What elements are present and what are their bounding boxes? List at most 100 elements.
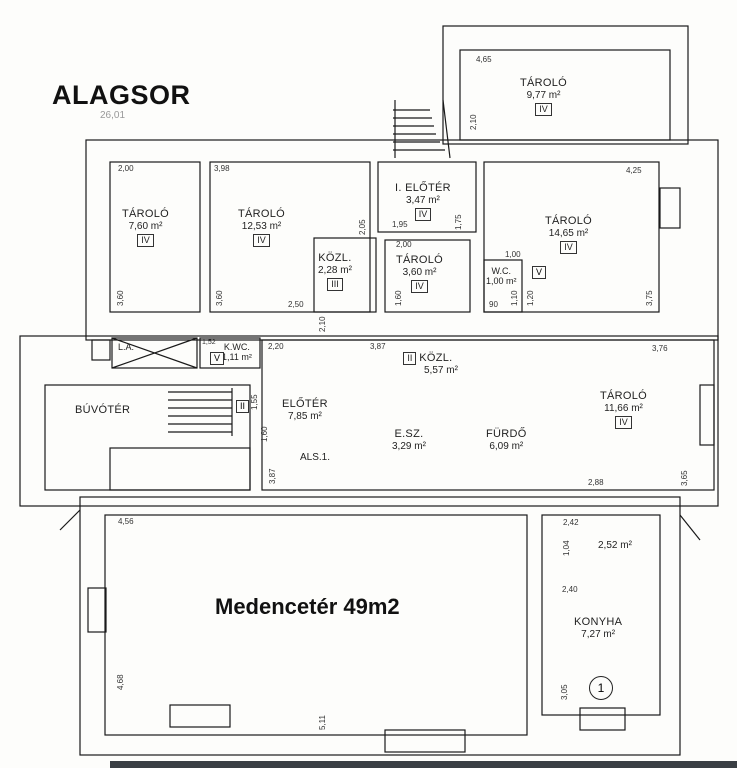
room-wc-code: V: [532, 266, 547, 279]
stair-code: II: [236, 400, 250, 413]
wall-tarolo2: [209, 161, 371, 313]
label-la: L.A.: [118, 342, 135, 352]
wall-buvoter: [44, 384, 251, 491]
wall-tarolo3: [483, 161, 660, 313]
window: [91, 339, 111, 361]
wall-la: [111, 337, 198, 369]
dimension: 1,60: [394, 290, 403, 306]
room-buvoter: BÚVÓTÉR: [75, 404, 130, 417]
room-name: TÁROLÓ: [600, 390, 648, 402]
room-kwc-code: V: [210, 352, 225, 365]
room-kozl-2: II KÖZL. 5,57 m²: [398, 350, 458, 377]
room-eloter-1: I. ELŐTÉR 3,47 m² IV: [395, 182, 451, 222]
window: [87, 587, 107, 633]
dimension: 1,75: [454, 214, 463, 230]
window: [384, 729, 466, 753]
dimension: 2,05: [358, 219, 367, 235]
room-tarolo-3: TÁROLÓ 14,65 m² IV: [545, 215, 593, 255]
room-name: KÖZL.: [419, 352, 453, 364]
room-name: TÁROLÓ: [396, 254, 444, 266]
wall-pool: [104, 514, 528, 736]
room-name: KÖZL.: [318, 252, 352, 264]
dimension: 3,05: [560, 684, 569, 700]
floor-title: ALAGSOR: [52, 80, 191, 110]
window: [579, 707, 626, 731]
room-area: 14,65 m²: [548, 227, 589, 239]
room-area: 1,00 m²: [486, 276, 517, 287]
wall-wc: [483, 259, 523, 313]
room-area: 7,27 m²: [581, 628, 616, 640]
wall-eloter1: [377, 161, 477, 233]
room-name: KONYHA: [574, 616, 623, 628]
dimension: 1,04: [562, 540, 571, 556]
dimension: 4,56: [118, 517, 134, 526]
wall-kwc: [199, 337, 261, 369]
room-name: TÁROLÓ: [520, 77, 568, 89]
room-name: E.SZ.: [394, 428, 424, 440]
wall-konyha: [541, 514, 661, 716]
dimension: 2,40: [562, 585, 578, 594]
window: [699, 384, 715, 446]
stair-top: [393, 99, 451, 159]
room-name: TÁROLÓ: [238, 208, 286, 220]
room-tarolo-2: TÁROLÓ 12,53 m² IV: [238, 208, 286, 248]
room-area: 7,60 m²: [128, 220, 163, 232]
dimension: 3,87: [370, 342, 386, 351]
room-area: 5,57 m²: [424, 365, 458, 376]
wall-buvoter-inner: [109, 447, 251, 491]
dimension: 4,68: [116, 674, 125, 690]
dimension: 5,11: [318, 715, 327, 730]
room-kwc: K.WC. 1,11 m²: [222, 342, 252, 363]
dimension: 3,60: [116, 290, 125, 306]
room-code: IV: [411, 280, 428, 294]
room-code: II: [403, 352, 417, 365]
room-area: 9,77 m²: [526, 89, 561, 101]
room-tarolo-4: TÁROLÓ 3,60 m² IV: [396, 254, 444, 294]
dimension: 1,10: [510, 290, 519, 306]
room-esz: E.SZ. 3,29 m²: [392, 428, 426, 452]
room-name: FÜRDŐ: [486, 428, 527, 440]
room-tarolo-top: TÁROLÓ 9,77 m² IV: [520, 77, 568, 117]
room-name: ELŐTÉR: [282, 398, 328, 410]
room-name: TÁROLÓ: [122, 208, 170, 220]
room-code: IV: [253, 234, 270, 248]
room-area: 1,11 m²: [222, 352, 252, 363]
dimension: 3,65: [680, 470, 689, 486]
bottom-bar: [110, 761, 737, 768]
dimension: 3,75: [645, 290, 654, 306]
room-area: 6,09 m²: [489, 440, 524, 452]
wall-middle-outer: [19, 335, 719, 507]
dimension: 2,42: [563, 518, 579, 527]
dimension: 3,76: [652, 344, 668, 353]
room-code: IV: [560, 241, 577, 255]
room-konyha-small: 2,52 m²: [598, 540, 632, 552]
room-name: TÁROLÓ: [545, 215, 593, 227]
room-code: IV: [137, 234, 154, 248]
wall-pool-outer: [79, 496, 681, 756]
dimension: 2,10: [469, 114, 478, 130]
room-eloter-2: ELŐTÉR 7,85 m²: [282, 398, 328, 422]
room-code: III: [327, 278, 343, 292]
room-name: BÚVÓTÉR: [75, 404, 131, 416]
dimension: 2,50: [288, 300, 304, 309]
dimension: 2,00: [396, 240, 412, 249]
label-als: ALS.1.: [300, 452, 331, 463]
circle-mark: 1: [589, 676, 613, 700]
dimension: 1,00: [505, 250, 521, 259]
wall-tarolo4: [384, 239, 471, 313]
room-tarolo-5: TÁROLÓ 11,66 m² IV: [600, 390, 648, 430]
window: [169, 704, 231, 728]
room-furdo: FÜRDŐ 6,09 m²: [486, 428, 527, 452]
dimension: 2,10: [318, 316, 327, 332]
dimension: 3,87: [268, 468, 277, 484]
room-area: 3,29 m²: [392, 440, 426, 452]
room-area: 7,85 m²: [287, 410, 322, 422]
window: [659, 187, 681, 229]
room-area: 2,28 m²: [318, 264, 352, 276]
dimension: 1,95: [392, 220, 408, 229]
dimension: 3,60: [215, 290, 224, 306]
dimension: 1,52: [202, 339, 216, 346]
room-wc: W.C. 1,00 m²: [486, 266, 517, 287]
dimension: 1,60: [260, 426, 269, 442]
dimension: 26,01: [100, 110, 126, 121]
